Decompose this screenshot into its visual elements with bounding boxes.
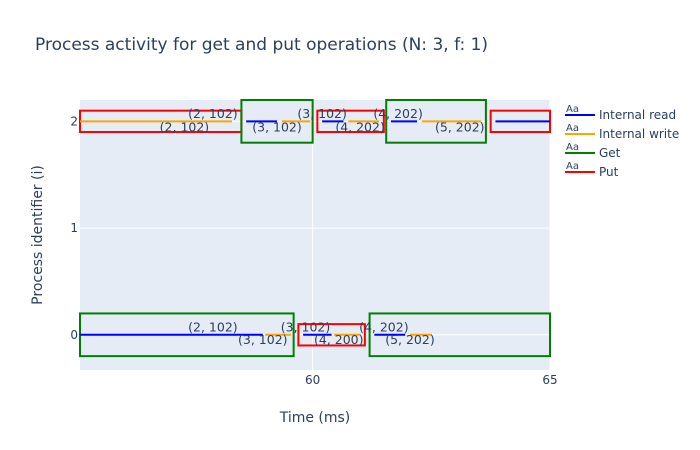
legend-marker-text: Aa bbox=[566, 142, 579, 153]
x-tick-label: 65 bbox=[542, 373, 557, 387]
value-annotation: (2, 102) bbox=[188, 106, 238, 121]
value-annotation: (4, 202) bbox=[359, 319, 409, 334]
legend-marker-text: Aa bbox=[566, 123, 579, 134]
get-box bbox=[385, 99, 487, 144]
value-annotation: (4, 200) bbox=[314, 332, 364, 347]
legend-label: Internal read bbox=[599, 108, 676, 122]
value-annotations: (2, 102)(2, 102)(3, 102)(3, 102)(4, 202)… bbox=[160, 106, 485, 347]
legend-item-internal-read: Aa Internal read bbox=[565, 104, 676, 122]
x-axis-title: Time (ms) bbox=[279, 410, 351, 426]
value-annotation: (5, 202) bbox=[435, 120, 485, 135]
value-annotation: (3, 102) bbox=[238, 332, 288, 347]
legend-label: Get bbox=[599, 146, 621, 160]
value-annotation: (3, 102) bbox=[297, 106, 347, 121]
internal-segments bbox=[80, 120, 550, 336]
value-annotation: (3, 102) bbox=[281, 319, 331, 334]
x-axis-ticks: 60 65 bbox=[305, 373, 558, 387]
y-axis-title: Process identifier (i) bbox=[30, 165, 46, 305]
value-annotation: (4, 202) bbox=[335, 120, 385, 135]
y-tick-label: 0 bbox=[70, 328, 78, 342]
value-annotation: (2, 102) bbox=[160, 120, 210, 135]
value-annotation: (5, 202) bbox=[385, 332, 435, 347]
legend-item-put: Aa Put bbox=[565, 161, 619, 179]
legend-marker-text: Aa bbox=[566, 104, 579, 115]
legend-marker-text: Aa bbox=[566, 161, 579, 172]
y-tick-label: 2 bbox=[70, 114, 78, 128]
value-annotation: (4, 202) bbox=[373, 106, 423, 121]
y-axis-ticks: 0 1 2 bbox=[70, 114, 78, 341]
chart-title: Process activity for get and put operati… bbox=[35, 35, 488, 55]
y-tick-label: 1 bbox=[70, 221, 78, 235]
legend-label: Put bbox=[599, 165, 619, 179]
put-box bbox=[316, 109, 385, 134]
legend-label: Internal write bbox=[599, 127, 679, 141]
value-annotation: (3, 102) bbox=[252, 120, 302, 135]
x-tick-label: 60 bbox=[305, 373, 320, 387]
value-annotation: (2, 102) bbox=[188, 319, 238, 334]
get-box bbox=[368, 312, 551, 358]
legend-item-get: Aa Get bbox=[565, 142, 621, 160]
get-box bbox=[240, 99, 314, 144]
legend-item-internal-write: Aa Internal write bbox=[565, 123, 679, 141]
put-box bbox=[297, 323, 366, 347]
